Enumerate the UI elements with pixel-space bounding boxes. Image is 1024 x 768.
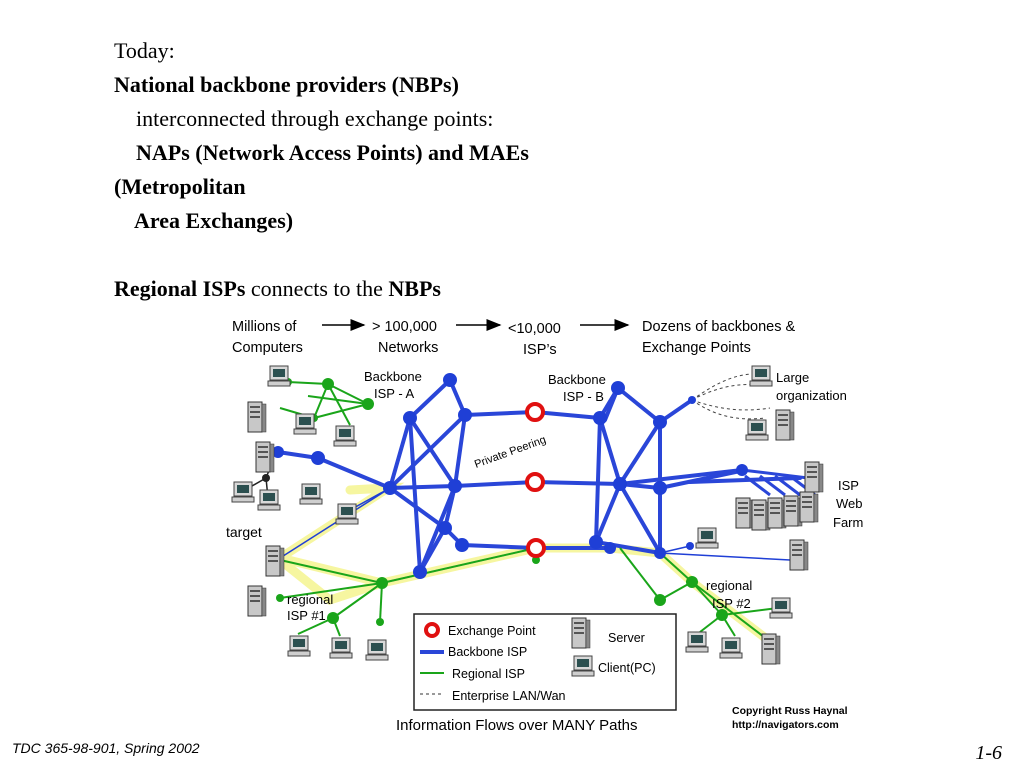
copyright-text: Copyright Russ Haynal: [732, 705, 848, 717]
label-backbone-b: Backbone: [548, 372, 606, 387]
pc-icon: [695, 527, 719, 549]
server-icon: [255, 441, 275, 473]
flow-text: > 100,000: [372, 319, 437, 335]
legend-enterprise: Enterprise LAN/Wan: [452, 689, 566, 703]
flow-text: ISP’s: [523, 342, 557, 358]
exchange-point-icon: [526, 538, 546, 558]
farm-links: [741, 468, 816, 497]
regional-nodes: [276, 378, 772, 644]
lan-hub: [262, 474, 270, 482]
legend-box: [413, 613, 677, 711]
label-backbone-a-isp: ISP - A: [374, 386, 415, 401]
flow-text: Dozens of backbones &: [642, 319, 795, 335]
label-isp-web: ISP: [838, 478, 859, 493]
naps-line: NAPs (Network Access Points) and MAEs: [136, 140, 529, 165]
pc-icon: [231, 481, 255, 503]
server-icon: [799, 491, 819, 523]
server-icon: [783, 495, 803, 527]
pc-icon: [719, 637, 743, 659]
legend-client: Client(PC): [598, 661, 656, 675]
backbone-nodes: [272, 373, 748, 579]
label-backbone-a: Backbone: [364, 369, 422, 384]
legend-server: Server: [608, 631, 645, 645]
label-farm: Farm: [833, 515, 863, 530]
exchange-points: [525, 402, 546, 558]
pc-icon: [571, 655, 595, 677]
regional-isps-bold: Regional ISPs: [114, 276, 246, 301]
server-icon: [571, 617, 591, 649]
label-web: Web: [836, 496, 863, 511]
interconnected-text: interconnected through exchange points:: [136, 106, 494, 131]
legend-exchange-point: Exchange Point: [448, 624, 536, 638]
flow-text: Computers: [232, 340, 303, 356]
flow-text: Millions of: [232, 319, 297, 335]
flow-text: Exchange Points: [642, 340, 751, 356]
legend: Exchange Point Backbone ISP Regional ISP…: [413, 613, 677, 711]
flow-text: <10,000: [508, 321, 561, 337]
diagram-caption: Information Flows over MANY Paths: [396, 717, 637, 734]
course-footer: TDC 365-98-901, Spring 2002: [12, 740, 200, 756]
flow-header: Millions of Computers > 100,000 Networks…: [232, 319, 795, 358]
pc-icon: [365, 639, 389, 661]
exchange-point-icon: [424, 622, 440, 638]
label-organization: organization: [776, 388, 847, 403]
label-regional-1: regional: [287, 592, 333, 607]
server-icon: [247, 585, 267, 617]
pc-icon: [267, 365, 291, 387]
pc-icon: [287, 635, 311, 657]
label-regional-1-isp: ISP #1: [287, 608, 326, 623]
pc-icon: [769, 597, 793, 619]
pc-icon: [329, 637, 353, 659]
regional-isps-mid: connects to the: [250, 276, 383, 301]
nbp-heading: National backbone providers (NBPs): [114, 72, 459, 97]
server-icon: [247, 401, 267, 433]
server-icon: [735, 497, 755, 529]
server-icon: [767, 497, 787, 529]
pc-icon: [299, 483, 323, 505]
pc-icon: [749, 365, 773, 387]
exchange-point-icon: [525, 402, 545, 422]
server-icon: [761, 633, 781, 665]
pc-icon: [293, 413, 317, 435]
page-number: 1-6: [975, 742, 1002, 764]
pc-icon: [333, 425, 357, 447]
server-icon: [751, 499, 771, 531]
label-regional-2-isp: ISP #2: [712, 596, 751, 611]
server-icon: [804, 461, 824, 493]
label-target: target: [226, 524, 262, 540]
regional-links: [279, 381, 779, 641]
today-label: Today:: [114, 38, 175, 63]
label-regional-2: regional: [706, 578, 752, 593]
legend-backbone-isp: Backbone ISP: [448, 645, 527, 659]
pc-icon: [335, 503, 359, 525]
label-private-peering: Private Peering: [473, 434, 548, 471]
pc-icon: [257, 489, 281, 511]
server-icon: [789, 539, 809, 571]
metropolitan-line: (Metropolitan: [114, 174, 246, 199]
slide-body: Today: National backbone providers (NBPs…: [114, 34, 734, 306]
exchange-point-icon: [525, 472, 545, 492]
regional-isps-nbps: NBPs: [388, 276, 441, 301]
flow-text: Networks: [378, 340, 438, 356]
label-large-org: Large: [776, 370, 809, 385]
copyright-url: http://navigators.com: [732, 719, 839, 731]
pc-icon: [745, 419, 769, 441]
legend-regional-isp: Regional ISP: [452, 667, 525, 681]
server-icon: [775, 409, 795, 441]
regional-isps-line: Regional ISPs connects to the NBPs: [114, 272, 734, 306]
label-backbone-b-isp: ISP - B: [563, 389, 604, 404]
area-exchanges-line: Area Exchanges): [134, 208, 294, 233]
server-icon: [265, 545, 285, 577]
pc-icon: [685, 631, 709, 653]
